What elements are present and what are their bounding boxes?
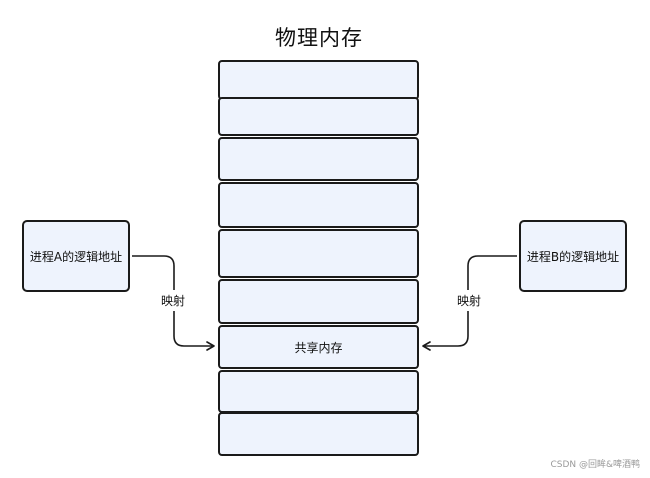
- memory-block: [218, 97, 419, 136]
- mapping-label-left: 映射: [160, 290, 187, 311]
- memory-block: [218, 137, 419, 181]
- process-b-logical-address: 进程B的逻辑地址: [519, 220, 627, 292]
- diagram-title: 物理内存: [275, 26, 363, 50]
- memory-block: [218, 182, 419, 228]
- watermark: CSDN @回眸&啤酒鸭: [550, 460, 640, 470]
- shared-memory-block: 共享内存: [218, 325, 419, 369]
- memory-block: [218, 412, 419, 456]
- process-a-logical-address: 进程A的逻辑地址: [22, 220, 130, 292]
- memory-block: [218, 60, 419, 100]
- mapping-label-right: 映射: [456, 290, 483, 311]
- memory-block: [218, 229, 419, 278]
- memory-block: [218, 279, 419, 324]
